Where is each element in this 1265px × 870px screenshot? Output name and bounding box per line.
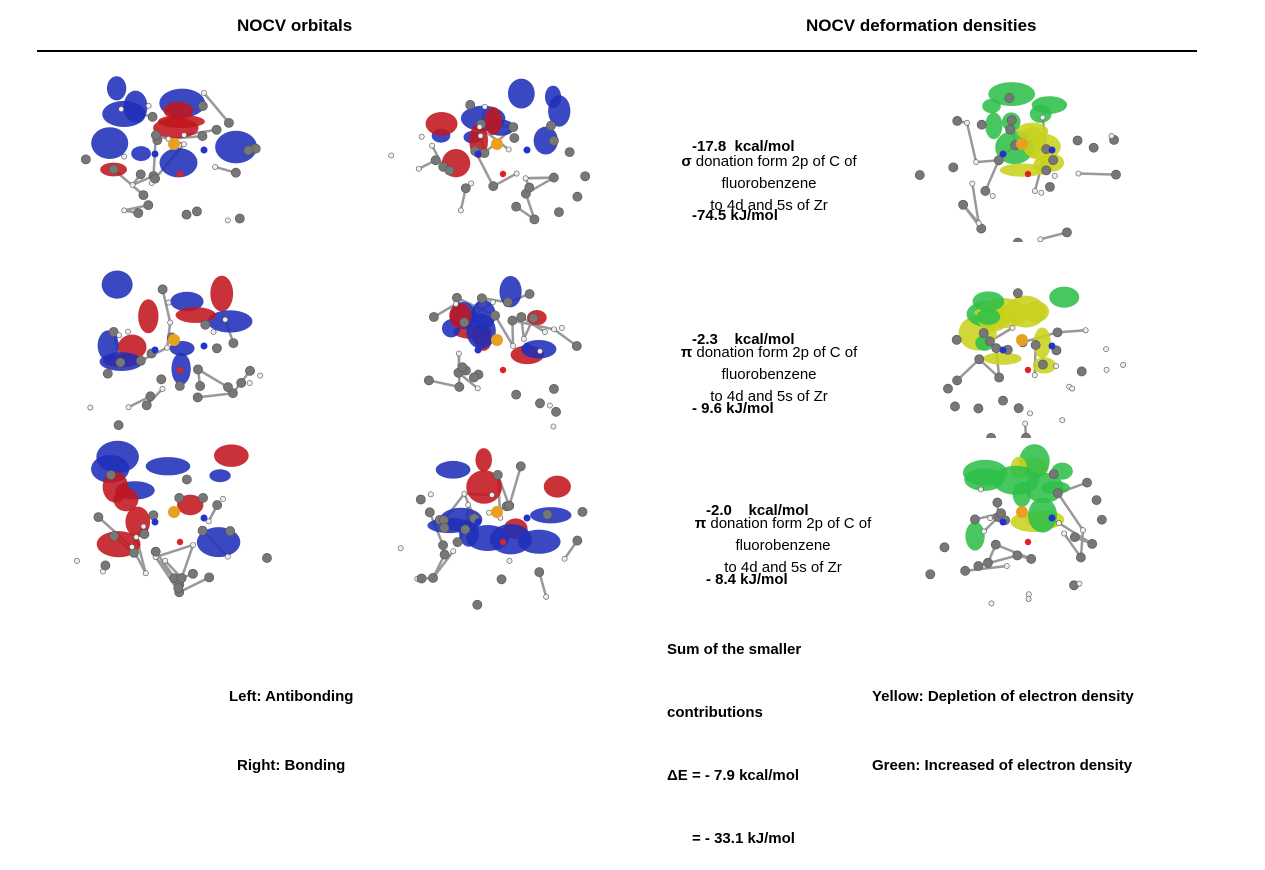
density-row2 <box>910 258 1130 438</box>
orbital-antibonding-row2 <box>62 258 282 438</box>
orbital-bonding-row3 <box>385 430 605 610</box>
bond-symbol: π <box>681 344 692 361</box>
summary-line: Sum of the smaller <box>667 639 801 660</box>
description-row3: π donation form 2p of C of fluorobenzene… <box>668 513 898 579</box>
density-row3 <box>910 430 1130 610</box>
description-row2: π donation form 2p of C of fluorobenzene… <box>654 342 884 408</box>
orbital-antibonding-row3 <box>62 430 282 610</box>
nocv-densities-title: NOCV deformation densities <box>806 16 1036 36</box>
orbital-antibonding-row1 <box>62 62 282 242</box>
bond-symbol: π <box>695 515 706 532</box>
orbital-bonding-row1 <box>385 62 605 242</box>
density-row1 <box>910 62 1130 242</box>
summary-block: Sum of the smaller contributions ΔE = - … <box>667 597 801 870</box>
legend-increase: Green: Increased of electron density <box>872 754 1134 777</box>
summary-line: contributions <box>667 702 801 723</box>
legend-bonding: Right: Bonding <box>229 754 353 777</box>
orbital-legend: Left: Antibonding Right: Bonding <box>229 639 353 800</box>
summary-delta-e-kj: = - 33.1 kJ/mol <box>667 828 801 849</box>
orbital-bonding-row2 <box>385 258 605 438</box>
legend-antibonding: Left: Antibonding <box>229 685 353 708</box>
density-legend: Yellow: Depletion of electron density Gr… <box>872 639 1134 800</box>
summary-delta-e-kcal: ΔE = - 7.9 kcal/mol <box>667 765 801 786</box>
nocv-orbitals-title: NOCV orbitals <box>237 16 352 36</box>
legend-depletion: Yellow: Depletion of electron density <box>872 685 1134 708</box>
description-row1: σ donation form 2p of C of fluorobenzene… <box>654 151 884 217</box>
header-divider <box>37 50 1197 52</box>
bond-symbol: σ <box>681 153 691 170</box>
